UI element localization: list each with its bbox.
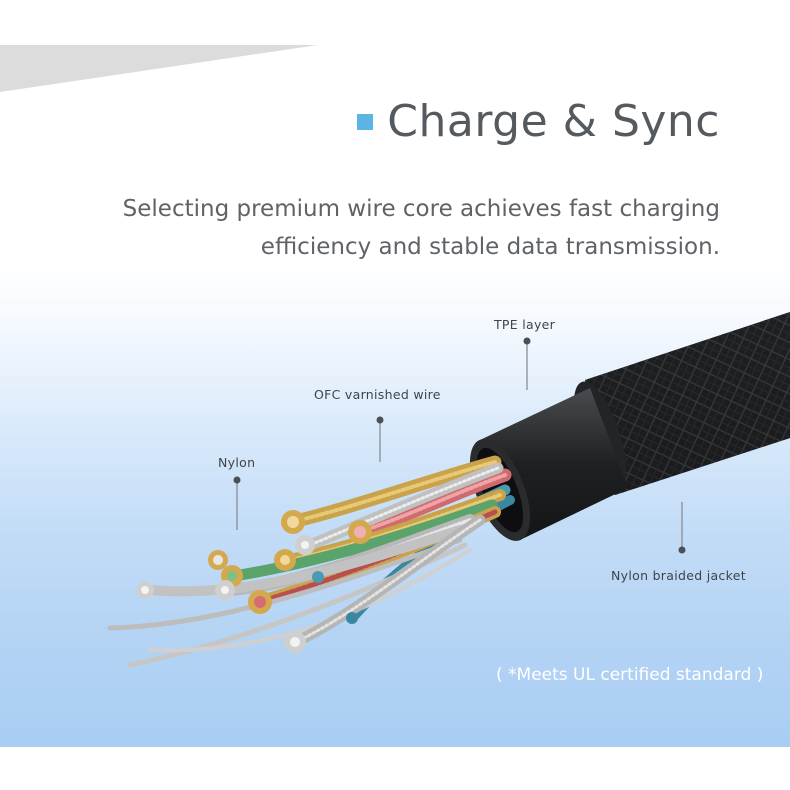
decorative-corner-shape [0, 45, 318, 92]
callout-braided-jacket: Nylon braided jacket [611, 568, 746, 583]
wire-end-caps [136, 510, 372, 653]
dot-icon [233, 476, 241, 484]
callout-ofc-wire: OFC varnished wire [314, 387, 441, 402]
wire-bundle [107, 455, 515, 668]
subtitle-line-2: efficiency and stable data transmission. [260, 234, 720, 260]
bottom-band [0, 747, 790, 790]
dot-icon [376, 416, 384, 424]
title-row: Charge & Sync [357, 96, 720, 147]
certification-note: ( *Meets UL certified standard ) [496, 665, 764, 685]
page-subtitle: Selecting premium wire core achieves fas… [80, 190, 720, 266]
callout-dots [233, 337, 686, 554]
dot-icon [678, 546, 686, 554]
callout-leaders [236, 341, 683, 548]
callout-tpe-layer: TPE layer [494, 317, 556, 332]
square-bullet-icon [357, 113, 374, 130]
dot-icon [523, 337, 531, 345]
cable-illustration [107, 312, 790, 668]
page-title: Charge & Sync [387, 96, 720, 147]
subtitle-line-1: Selecting premium wire core achieves fas… [122, 196, 720, 222]
callout-nylon: Nylon [218, 455, 256, 470]
